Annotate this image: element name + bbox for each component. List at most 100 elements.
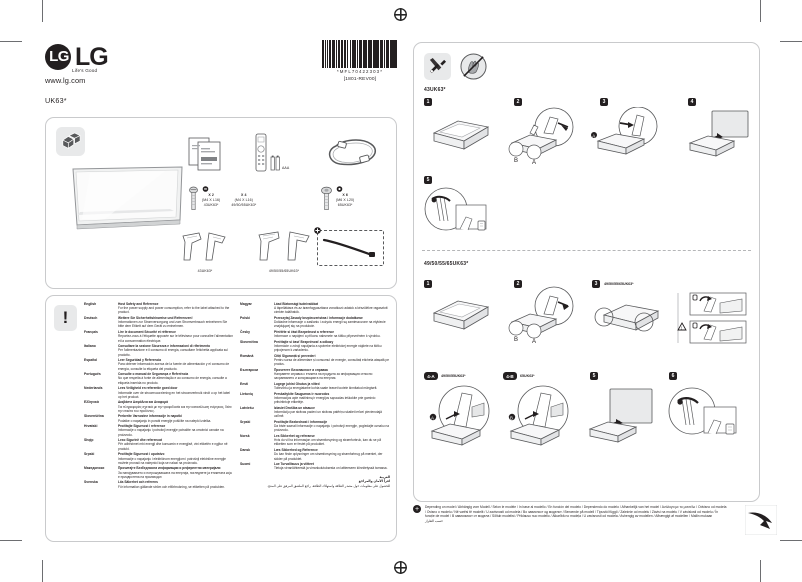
svg-text:B: B	[514, 337, 518, 343]
language-title: Przeczytaj Zasady bezpieczeństwa i infor…	[274, 316, 363, 321]
svg-text:B: B	[514, 158, 518, 164]
model-series-label: UK63*	[45, 96, 67, 105]
language-body-arabic: للحصول على معلومات حول مصدر الطاقة واسته…	[267, 483, 390, 488]
language-title: Host Safety and Reference	[118, 302, 159, 306]
language-name: Srpski	[240, 419, 251, 424]
lg-slogan: Life's Good	[72, 68, 98, 73]
language-name: Norsk	[240, 434, 250, 439]
language-body: Informatie over de stroomvoorziening en …	[118, 390, 230, 399]
language-text: Consulte o manual de Segurança e Referên…	[118, 372, 234, 385]
accessory-remote: AAA	[254, 133, 289, 173]
step-a-5: 5	[424, 176, 432, 184]
lg-wordmark: LG	[75, 42, 109, 71]
language-title: Lue Turvallisuus ja viitteet	[274, 462, 314, 467]
accessory-manuals	[187, 136, 225, 177]
language-title: Weitere Sie Sicherheitshinweise und Refe…	[118, 316, 193, 321]
figure-b-step3-detail: !	[677, 292, 747, 344]
figure-a-step3: A	[591, 107, 658, 155]
language-name: Română	[240, 353, 254, 358]
crop-mark-br-h	[780, 540, 802, 541]
language-name: Magyar	[240, 302, 252, 306]
language-name: Dansk	[240, 448, 251, 453]
language-text: Preberite Varnostne informacije in napot…	[118, 414, 234, 422]
svg-text:A: A	[532, 339, 536, 344]
screw-bolt-icon	[321, 186, 332, 210]
language-name: Български	[240, 368, 259, 373]
language-row: Português Consulte o manual de Segurança …	[84, 372, 234, 385]
language-title: Preberite Varnostne informacije in napot…	[118, 414, 182, 419]
no-bare-hands-icon	[460, 53, 487, 80]
language-body: Informacije o napajanju i električnom en…	[118, 456, 226, 465]
footnote-block: + Depending on model / Abhängig vom Mode…	[413, 505, 728, 524]
language-name: Македонски	[84, 466, 105, 471]
step-b-6: 6	[669, 372, 677, 380]
accessory-stand-legs-43: 43UK63*	[174, 230, 236, 274]
language-body: За напојувањето и потрошувачката на енер…	[118, 470, 232, 479]
language-body: Informacije o napajanju i potrošnji ener…	[118, 428, 224, 437]
svg-text:A: A	[592, 133, 595, 138]
language-title: Pročitajte Sigurnost i reference	[118, 424, 166, 429]
stand-leg-icon	[182, 232, 226, 261]
language-body: Hvis du vil ha informasjon om strømforsy…	[274, 438, 381, 447]
remote-icon	[255, 133, 267, 172]
language-body: Dokładne informacje o zasilaniu i zużyci…	[274, 320, 386, 329]
bolt-spec-65: (M6 X L20)	[336, 198, 355, 203]
svg-text:A: A	[532, 160, 536, 165]
figure-b-step3	[594, 304, 660, 332]
lg-logo: LG LG	[45, 42, 109, 71]
language-name: Português	[84, 372, 101, 377]
language-title: Pročitajte Bezbednost i informacije	[274, 419, 328, 424]
language-name: Polski	[240, 316, 250, 321]
language-body: Για πληροφορίες σχετικά με την τροφοδοσί…	[118, 404, 232, 413]
figure-b-step4a: A	[429, 385, 490, 446]
language-title: Lees Veiligheid en referentie goed door	[118, 386, 178, 391]
language-title: Přečtěte si část Bezpečnost a reference	[274, 330, 335, 335]
figure-b-step1	[432, 300, 490, 330]
language-title: Leer Seguridad y Referencia	[118, 358, 162, 363]
screw-head-top-icon	[202, 186, 209, 192]
language-title: Prečítajte si časť Bezpečnosť a odkazy	[274, 339, 334, 344]
crop-mark-bl-h	[0, 540, 22, 541]
language-body: Da biste saznali informacije o napajanju…	[274, 424, 389, 433]
lg-circle-icon: LG	[45, 44, 71, 70]
barcode-block: *MFL70422303* [1801-REV00]	[322, 40, 398, 82]
language-title: Прочетете Безопасност и справка	[274, 368, 328, 373]
language-body: For the power supply and power consumpti…	[118, 306, 230, 315]
section-a-title: 43UK63*	[424, 87, 446, 93]
figure-b-step2: B A	[508, 286, 574, 344]
tools-icon	[424, 53, 451, 80]
step-b-4a: 4-A	[424, 372, 438, 380]
language-name: Suomi	[240, 462, 251, 467]
figure-a-step5	[424, 187, 487, 231]
stand-leg-model-43: 43UK63*	[197, 269, 213, 273]
crop-mark-tr-v	[760, 0, 761, 22]
